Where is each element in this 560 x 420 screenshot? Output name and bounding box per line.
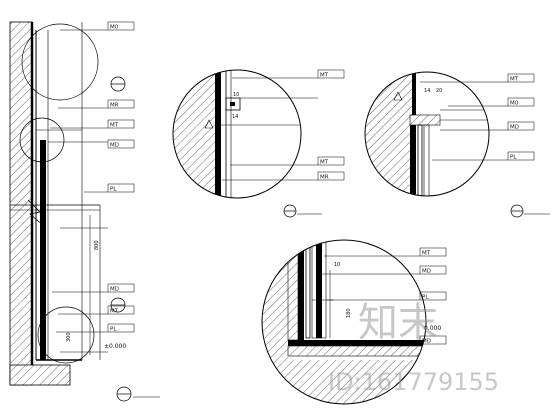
watermark-site-name: 知末 [358, 300, 438, 346]
detail-b: 14 20 MT M0 MD PL [364, 71, 550, 218]
tag-mt-2: MT [110, 309, 119, 315]
section-dim-height: 800 [94, 240, 100, 250]
detail-c-tag-md-2: MD [422, 339, 431, 345]
detail-c-tag-mt: MT [422, 251, 431, 257]
detail-b-tag-md: MD [510, 125, 519, 131]
detail-a-dim-top: 10 [233, 92, 239, 98]
section-dim-small: 300 [66, 332, 72, 342]
tag-pl-1: PL [110, 187, 117, 193]
detail-c-dim-top: 10 [334, 262, 340, 268]
detail-c-dim-side: 180 [346, 308, 352, 318]
watermark-id: ID:161779155 [328, 368, 499, 396]
detail-b-dim-side: 20 [436, 88, 442, 94]
detail-a-tag-mt-2: MT [320, 160, 329, 166]
tag-md-1: MD [110, 143, 119, 149]
tag-md-2: MD [110, 287, 119, 293]
detail-b-tag-mt: MT [510, 77, 519, 83]
tag-m0-1: M0 [110, 25, 119, 31]
detail-a-dim-side: 14 [232, 114, 238, 120]
detail-b-tag-m0: M0 [510, 101, 519, 107]
detail-b-dim-top: 14 [424, 88, 430, 94]
detail-a: 10 14 MT MT MR [172, 69, 345, 218]
tag-pl-2: PL [110, 327, 117, 333]
detail-a-tag-mt: MT [320, 73, 329, 79]
tag-mr-1: MR [110, 103, 119, 109]
section-level: ±0.000 [104, 343, 126, 350]
detail-c-tag-pl: PL [422, 295, 429, 301]
floor-slab [9, 364, 71, 386]
watermark: 知末 ID:161779155 [328, 300, 499, 396]
tag-mt-1: MT [110, 123, 119, 129]
detail-b-tag-pl: PL [510, 155, 517, 161]
wall-hatch [9, 21, 33, 386]
detail-c-tag-md: MD [422, 269, 431, 275]
section-elevation: 800 300 M0 MR MT MD PL [9, 21, 160, 402]
detail-a-tag-mr: MR [320, 175, 329, 181]
detail-c-level: 0.000 [424, 325, 441, 332]
